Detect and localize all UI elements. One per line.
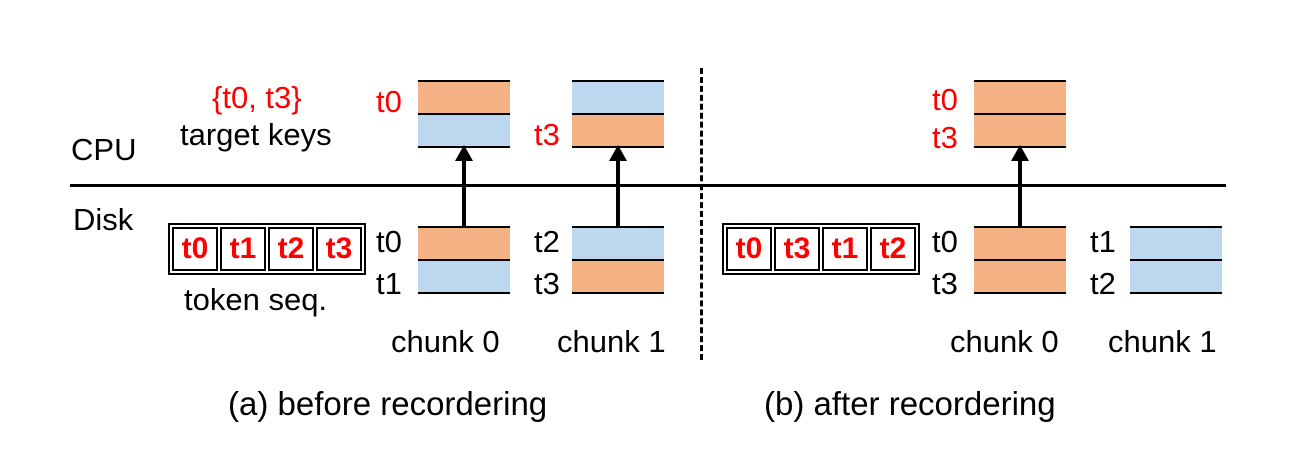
chunk-key-label: t2 xyxy=(534,224,560,259)
chunk-key-label: t1 xyxy=(1090,224,1116,259)
token-seq-b: t0 t3 t1 t2 xyxy=(722,223,920,275)
caption-a: (a) before recordering xyxy=(228,385,548,422)
key-row xyxy=(418,226,510,259)
key-row xyxy=(572,259,664,294)
panel-separator xyxy=(700,68,703,360)
chunk-key-label: t2 xyxy=(1090,266,1116,301)
token-cell: t0 xyxy=(172,227,218,271)
key-row xyxy=(418,113,510,148)
cpu-key-label: t0 xyxy=(932,82,958,117)
key-row xyxy=(572,80,664,113)
disk-chunk-b0 xyxy=(974,226,1066,294)
cpu-block-a0 xyxy=(418,80,510,148)
key-row xyxy=(974,80,1066,113)
cpu-block-a1 xyxy=(572,80,664,148)
caption-b: (b) after recordering xyxy=(764,385,1056,422)
chunk-key-label: t0 xyxy=(932,224,958,259)
key-row xyxy=(974,259,1066,294)
key-row xyxy=(1130,259,1222,294)
key-row xyxy=(974,113,1066,148)
disk-chunk-a1 xyxy=(572,226,664,294)
chunk-key-label: t1 xyxy=(376,266,402,301)
key-row xyxy=(572,226,664,259)
key-row xyxy=(1130,226,1222,259)
token-cell: t3 xyxy=(774,227,820,271)
load-arrow xyxy=(616,158,620,228)
disk-chunk-b1 xyxy=(1130,226,1222,294)
key-row xyxy=(418,80,510,113)
token-seq-a: t0 t1 t2 t3 xyxy=(168,223,366,275)
chunk-name: chunk 0 xyxy=(950,324,1059,359)
token-cell: t2 xyxy=(268,227,314,271)
load-arrow xyxy=(1018,158,1022,228)
cpu-label: CPU xyxy=(71,132,137,167)
key-row xyxy=(974,226,1066,259)
chunk-key-label: t0 xyxy=(376,224,402,259)
cpu-key-label: t3 xyxy=(932,120,958,155)
target-keys-label: target keys xyxy=(180,117,332,152)
chunk-name: chunk 1 xyxy=(1108,324,1217,359)
target-keys-set: {t0, t3} xyxy=(212,80,302,115)
token-cell: t3 xyxy=(316,227,362,271)
arrow-head xyxy=(1011,145,1029,161)
cpu-disk-separator xyxy=(70,184,1226,187)
token-cell: t1 xyxy=(822,227,868,271)
cpu-block-b0 xyxy=(974,80,1066,148)
arrow-head xyxy=(455,145,473,161)
cpu-key-label: t3 xyxy=(534,117,560,152)
arrow-head xyxy=(609,145,627,161)
chunk-key-label: t3 xyxy=(932,266,958,301)
token-cell: t0 xyxy=(726,227,772,271)
disk-chunk-a0 xyxy=(418,226,510,294)
chunk-name: chunk 0 xyxy=(391,324,500,359)
cpu-key-label: t0 xyxy=(376,84,402,119)
token-seq-label: token seq. xyxy=(184,282,328,317)
token-cell: t1 xyxy=(220,227,266,271)
chunk-name: chunk 1 xyxy=(557,324,666,359)
key-row xyxy=(572,113,664,148)
key-row xyxy=(418,259,510,294)
token-cell: t2 xyxy=(870,227,916,271)
load-arrow xyxy=(462,158,466,228)
chunk-key-label: t3 xyxy=(534,266,560,301)
disk-label: Disk xyxy=(73,202,134,237)
